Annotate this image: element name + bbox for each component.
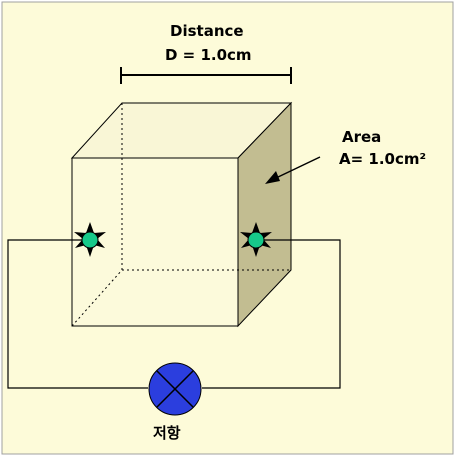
distance-label: Distance	[170, 22, 244, 40]
cube	[70, 101, 293, 328]
area-value: A= 1.0cm²	[339, 150, 427, 168]
resistor-label: 저항	[153, 424, 181, 442]
right-electrode	[240, 222, 272, 257]
distance-value: D = 1.0cm	[165, 46, 252, 64]
circuit-wire	[7, 239, 341, 389]
area-arrow	[265, 156, 321, 184]
resistor-symbol	[148, 362, 202, 416]
left-electrode	[74, 222, 106, 257]
distance-bracket	[120, 67, 292, 84]
area-label: Area	[342, 128, 382, 146]
